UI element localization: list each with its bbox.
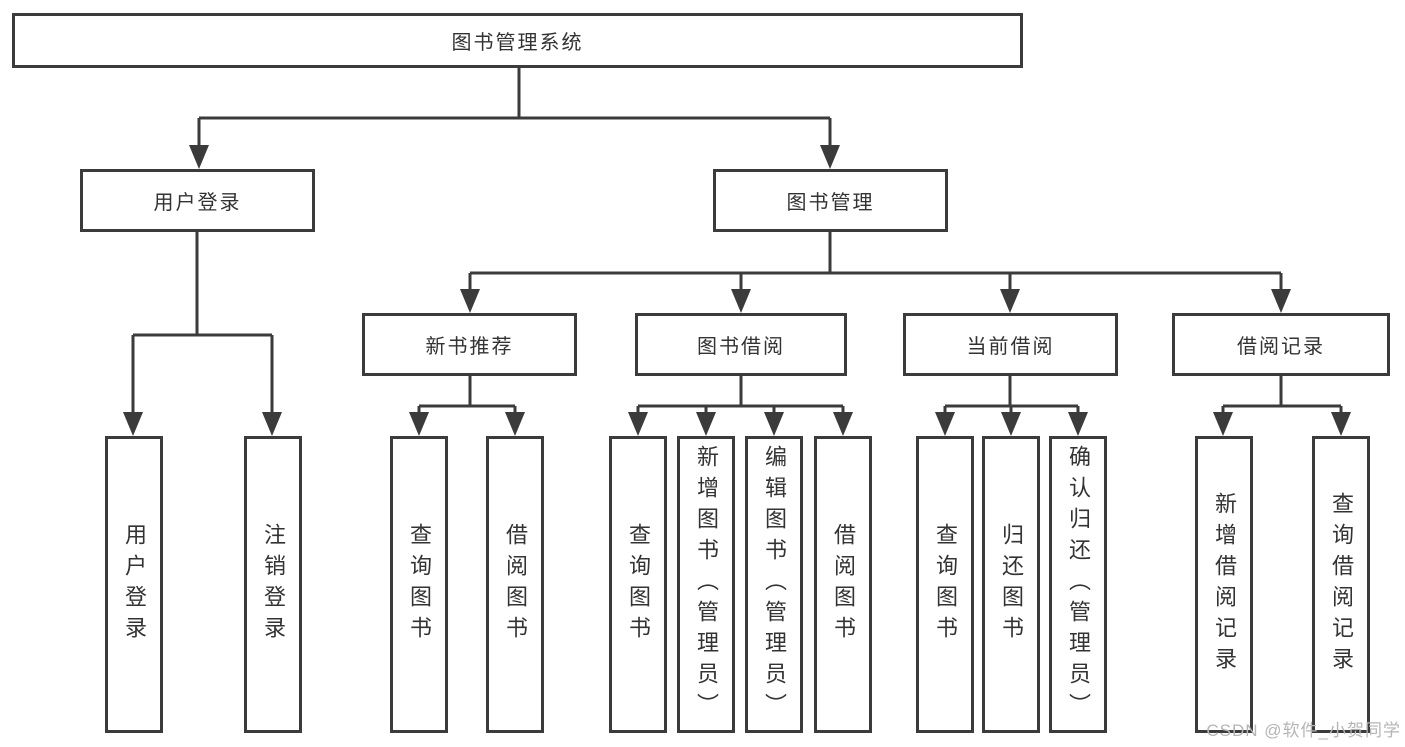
node-current-borrow: 当前借阅 bbox=[903, 313, 1118, 376]
leaf-edit-book-admin: 编辑图书（管理员） bbox=[745, 436, 803, 733]
leaf-return-book: 归还图书 bbox=[982, 436, 1040, 733]
leaf-query-book-current: 查询图书 bbox=[916, 436, 974, 733]
connector-root-to-level2 bbox=[197, 68, 832, 147]
arrowheads bbox=[123, 145, 1351, 436]
leaf-confirm-return-admin: 确认归还（管理员） bbox=[1049, 436, 1107, 733]
node-book-management: 图书管理 bbox=[713, 169, 948, 232]
node-book-borrow: 图书借阅 bbox=[635, 313, 847, 376]
leaf-query-book-recommend: 查询图书 bbox=[390, 436, 448, 733]
node-new-book-recommend: 新书推荐 bbox=[362, 313, 577, 376]
connector-bookmgmt-to-level3 bbox=[468, 232, 1283, 291]
leaf-add-borrow-record: 新增借阅记录 bbox=[1195, 436, 1253, 733]
leaf-logout: 注销登录 bbox=[244, 436, 302, 733]
connector-userlogin-to-leaves bbox=[131, 232, 274, 414]
leaf-borrow-book: 借阅图书 bbox=[814, 436, 872, 733]
leaf-user-login: 用户登录 bbox=[105, 436, 163, 733]
leaf-query-borrow-record: 查询借阅记录 bbox=[1312, 436, 1370, 733]
connector-level3-to-leaves bbox=[417, 375, 1343, 414]
leaf-borrow-book-recommend: 借阅图书 bbox=[486, 436, 544, 733]
node-root: 图书管理系统 bbox=[12, 13, 1023, 68]
leaf-add-book-admin: 新增图书（管理员） bbox=[677, 436, 735, 733]
node-user-login: 用户登录 bbox=[80, 169, 315, 232]
leaf-query-book-borrow: 查询图书 bbox=[609, 436, 667, 733]
node-borrow-records: 借阅记录 bbox=[1172, 313, 1390, 376]
